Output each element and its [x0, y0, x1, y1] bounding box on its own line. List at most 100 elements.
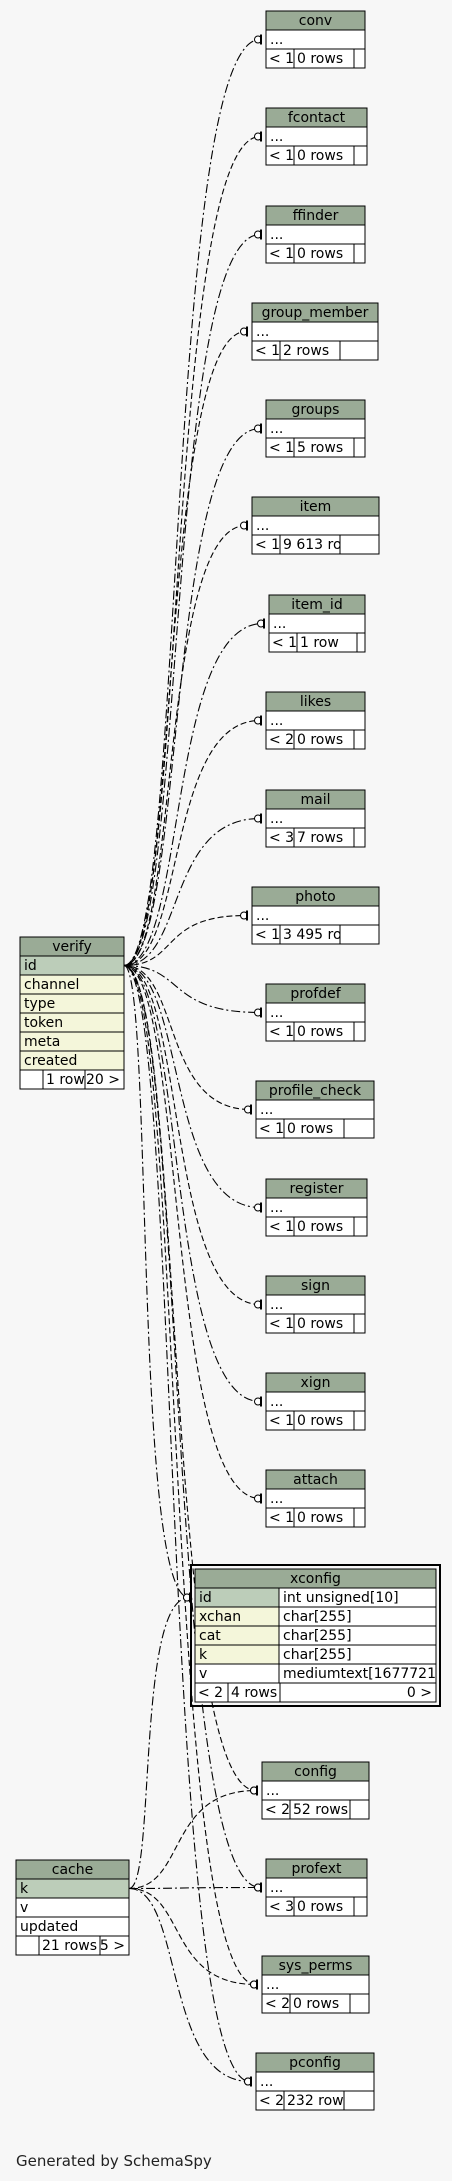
column-type: int unsigned[10]: [283, 1590, 399, 1606]
edge-verify-profext: [123, 964, 261, 1889]
row-count: 0 rows: [297, 1413, 343, 1429]
row-count: 0 rows: [297, 1899, 343, 1915]
table-footer: [268, 632, 366, 653]
row-count: 52 rows: [293, 1802, 348, 1818]
row-count: 0 rows: [297, 1024, 343, 1040]
column-name: ...: [270, 1200, 283, 1216]
table-name: profext: [292, 1861, 342, 1877]
column-type: char[255]: [283, 1628, 352, 1644]
table-name: verify: [52, 939, 92, 955]
edge-verify-group_member: [123, 330, 247, 967]
table-footer: [265, 1896, 368, 1917]
table-name: sys_perms: [279, 1958, 353, 1974]
column-name: meta: [24, 1034, 60, 1050]
column-name: ...: [266, 1977, 279, 1993]
xconfig-outer-border: [190, 1564, 441, 1707]
table-name: profile_check: [269, 1083, 362, 1099]
row-count: 0 rows: [297, 732, 343, 748]
parents-count: < 1: [269, 51, 294, 67]
edge-verify-xign: [123, 964, 261, 1403]
table-footer: [251, 340, 379, 361]
column-cell: [255, 1099, 375, 1120]
row-count: 0 rows: [297, 1316, 343, 1332]
column-cell: [251, 905, 380, 926]
table-footer: [19, 1069, 125, 1090]
column-type: char[255]: [283, 1609, 352, 1625]
row-count: 1 row: [46, 1072, 85, 1088]
column-name: channel: [24, 977, 79, 993]
column-name: created: [24, 1053, 77, 1069]
column-name: ...: [270, 1394, 283, 1410]
column-name: k: [199, 1647, 208, 1663]
column-name: ...: [270, 32, 283, 48]
column-name: ...: [260, 2074, 273, 2090]
table-name: ffinder: [293, 208, 339, 224]
column-name: cat: [199, 1628, 221, 1644]
edge-verify-xconfig: [123, 964, 190, 1599]
row-count: 1 row: [300, 635, 339, 651]
column-name: ...: [260, 1102, 273, 1118]
table-footer: [265, 1313, 366, 1334]
column-name: type: [24, 996, 55, 1012]
table-name: conv: [299, 13, 332, 29]
table-footer: [251, 534, 380, 555]
table-footer: [194, 1682, 437, 1703]
column-name: ...: [256, 324, 269, 340]
table-footer: [265, 48, 366, 69]
parents-count: < 1: [269, 1510, 294, 1526]
column-name: ...: [270, 1297, 283, 1313]
edge-verify-item_id: [123, 622, 264, 967]
column-name: v: [199, 1666, 207, 1682]
edge-cache-sys_perms: [128, 1887, 257, 1986]
table-footer: [261, 1799, 370, 1820]
parents-count: < 2: [269, 732, 294, 748]
edge-verify-photo: [123, 914, 247, 967]
parents-count: < 1: [269, 1024, 294, 1040]
parents-count: < 3: [269, 1899, 294, 1915]
parents-count: < 2: [198, 1685, 223, 1701]
table-name: group_member: [262, 305, 369, 321]
table-name: likes: [300, 694, 331, 710]
edge-verify-item: [123, 524, 247, 967]
table-name: item_id: [291, 597, 342, 613]
edge-verify-register: [123, 964, 261, 1209]
row-count: 0 rows: [297, 1510, 343, 1526]
column-type: mediumtext[16777215]: [283, 1666, 450, 1682]
row-count: 3 495 rows: [283, 927, 360, 943]
column-cell: [255, 2071, 375, 2092]
column-name: ...: [256, 518, 269, 534]
column-cell: [251, 515, 380, 536]
table-footer: [265, 1410, 366, 1431]
column-cell: [15, 1878, 130, 1899]
footer-generated-by: Generated by SchemaSpy: [16, 2152, 212, 2170]
table-footer: [265, 729, 366, 750]
parents-count: < 2: [259, 2093, 284, 2109]
parents-count: < 1: [255, 343, 280, 359]
table-footer: [265, 1216, 368, 1237]
parents-count: < 1: [272, 635, 297, 651]
table-footer: [265, 1507, 366, 1528]
